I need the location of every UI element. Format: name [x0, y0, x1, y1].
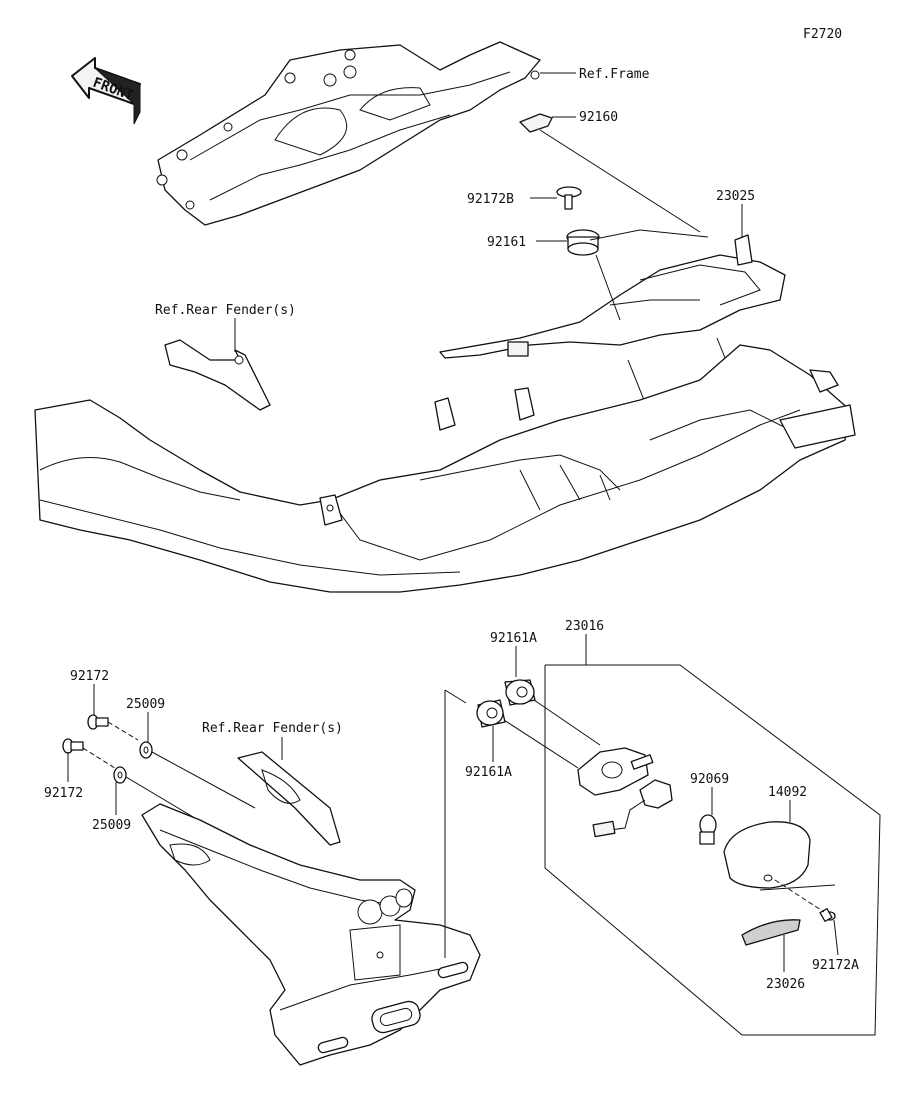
rear-fender-tail-piece [237, 751, 341, 846]
label-92172B: 92172B [467, 192, 514, 207]
part-14092-lens [723, 821, 836, 891]
part-92172B-bolt [530, 186, 582, 210]
rear-frame [156, 41, 541, 226]
label-92172A: 92172A [812, 958, 859, 973]
label-25009-bottom: 25009 [92, 818, 131, 833]
label-14092: 14092 [768, 785, 807, 800]
label-92069: 92069 [690, 772, 729, 787]
figure-code: F2720 [803, 27, 842, 42]
label-92161: 92161 [487, 235, 526, 250]
label-92161A-bottom: 92161A [465, 765, 512, 780]
part-25009-washer-top [139, 741, 153, 759]
label-92161A-top: 92161A [490, 631, 537, 646]
label-23026: 23026 [766, 977, 805, 992]
part-92161A-grommet-bottom [476, 699, 506, 728]
label-ref-rear-fender-top: Ref.Rear Fender(s) [155, 303, 296, 318]
label-92160: 92160 [579, 110, 618, 125]
license-light-housing [577, 747, 673, 838]
part-92161A-grommet-top [504, 679, 536, 706]
license-plate-bracket [141, 803, 481, 1066]
label-92172-bottom: 92172 [44, 786, 83, 801]
front-direction-arrow-icon: FRONT [71, 57, 141, 125]
part-23025-bracket [439, 204, 786, 359]
label-23016: 23016 [565, 619, 604, 634]
part-25009-washer-bottom [113, 766, 127, 784]
label-25009-top: 25009 [126, 697, 165, 712]
label-ref-frame: Ref.Frame [579, 67, 650, 82]
part-23026-reflector [741, 919, 801, 946]
part-92161-grommet [536, 229, 600, 256]
part-92160-clip [519, 113, 576, 133]
part-92069-bulb [699, 814, 717, 845]
rear-fender [34, 339, 856, 593]
part-92172-bolt-top [87, 714, 109, 730]
part-92172-bolt-bottom [62, 738, 84, 754]
label-ref-rear-fender-bottom: Ref.Rear Fender(s) [202, 721, 343, 736]
label-23025: 23025 [716, 189, 755, 204]
label-92172-top: 92172 [70, 669, 109, 684]
